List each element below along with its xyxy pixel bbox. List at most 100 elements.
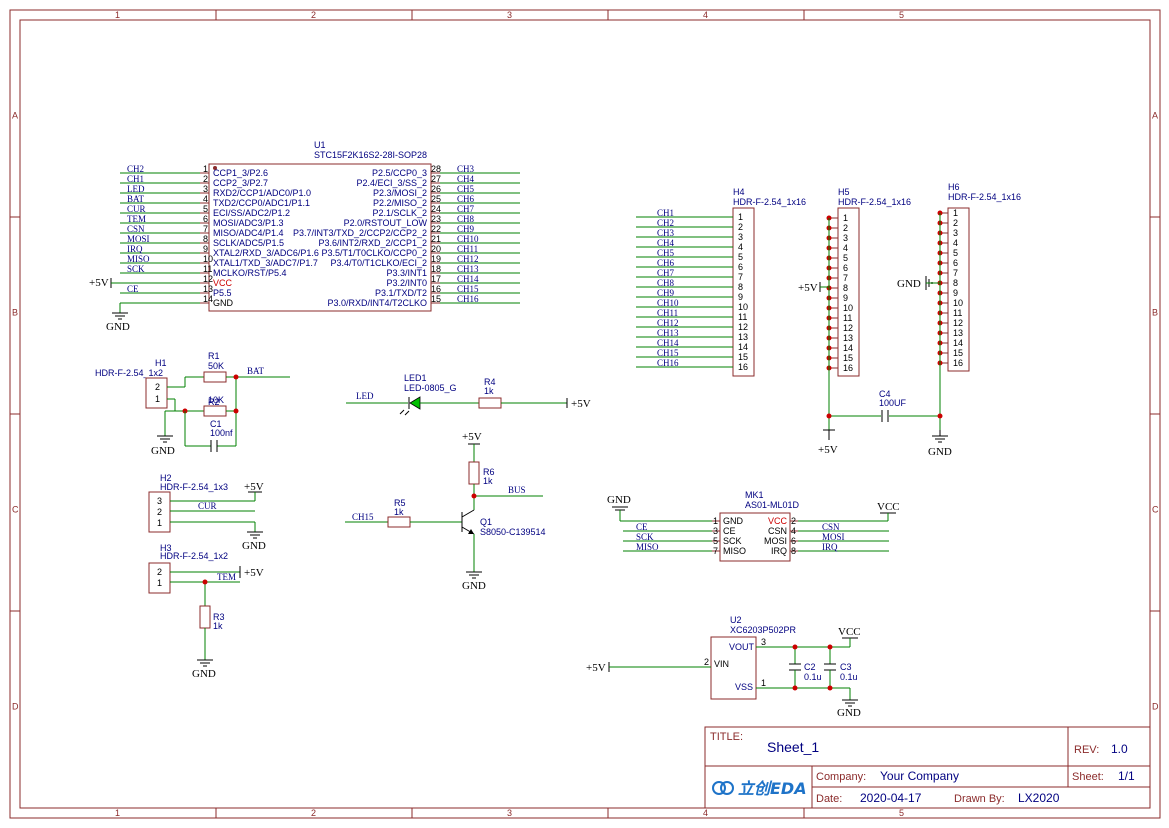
q1-part: S8050-C139514 <box>480 527 546 537</box>
h2-part: HDR-F-2.54_1x3 <box>160 482 228 492</box>
tem-net: TEM <box>217 572 236 582</box>
sheet-label: Sheet: <box>1072 771 1104 783</box>
u2-vin: +5V <box>586 662 606 674</box>
h6-pin-num: 3 <box>953 228 958 238</box>
r3-ref: R3 <box>213 612 225 622</box>
u1-pin-label: P2.2/MISO_2 <box>373 198 427 208</box>
u1-left-net: TEM <box>127 214 146 224</box>
r4-value: 1k <box>484 386 494 396</box>
grid-col-top: 4 <box>703 10 708 20</box>
grid-col-bottom: 1 <box>115 808 120 818</box>
q1-transistor-circuit[interactable]: +5V R6 1k BUS CH15 R5 1k Q1 S8050-C13951… <box>345 431 546 592</box>
u1-pin-num: 26 <box>431 184 441 194</box>
u1-pin-label: VCC <box>213 278 233 288</box>
h6-bottom-gnd: GND <box>928 446 952 458</box>
mk1-pin-label: SCK <box>723 536 742 546</box>
u1-left-net: LED <box>127 184 145 194</box>
h5-header[interactable]: H5 HDR-F-2.54_1x16 123456789101112131415… <box>798 187 911 456</box>
c4-capacitor[interactable]: C4 100UF <box>826 389 943 422</box>
mk1-pin-num: 1 <box>713 516 718 526</box>
u1-pin-label: CCP1_3/P2.6 <box>213 168 268 178</box>
mk1-pin-label: CSN <box>768 526 787 536</box>
u2-num-vout: 3 <box>761 637 766 647</box>
bat-net: BAT <box>247 366 265 376</box>
h4-pin-num: 6 <box>738 262 743 272</box>
c4-value: 100UF <box>879 398 907 408</box>
u1-pin-num: 7 <box>203 224 208 234</box>
h6-part: HDR-F-2.54_1x16 <box>948 192 1021 202</box>
u1-pin-num: 17 <box>431 274 441 284</box>
h2-ref: H2 <box>160 473 172 483</box>
h3-part: HDR-F-2.54_1x2 <box>160 551 228 561</box>
drawn-value: LX2020 <box>1018 791 1060 805</box>
mk1-pin-num: 2 <box>791 516 796 526</box>
h4-pin-num: 9 <box>738 292 743 302</box>
u1-pin-num: 21 <box>431 234 441 244</box>
u1-pin-num: 1 <box>203 164 208 174</box>
u1-pin-num: 2 <box>203 174 208 184</box>
c1-value: 100nf <box>210 428 233 438</box>
u1-vcc-label: +5V <box>89 277 109 289</box>
h4-pin-num: 13 <box>738 332 748 342</box>
grid-col-top: 1 <box>115 10 120 20</box>
h5-pin-num: 7 <box>843 273 848 283</box>
grid-col-bottom: 3 <box>507 808 512 818</box>
u2-part: XC6203P502PR <box>730 625 797 635</box>
u1-pin-label: SCLK/ADC5/P1.5 <box>213 238 284 248</box>
h6-header[interactable]: H6 HDR-F-2.54_1x16 123456789101112131415… <box>897 182 1021 458</box>
h4-header[interactable]: H4 HDR-F-2.54_1x16 1CH12CH23CH34CH45CH56… <box>636 187 806 377</box>
h5-pin-num: 2 <box>843 223 848 233</box>
u1-pin-label: P3.7/INT3/TXD_2/CCP2/CCP2_2 <box>293 228 427 238</box>
u1-right-net: CH15 <box>457 284 479 294</box>
u1-gnd-label: GND <box>106 321 130 333</box>
h5-pin-num: 13 <box>843 333 853 343</box>
u1-pin-label: P2.1/SCLK_2 <box>372 208 427 218</box>
led-circuit[interactable]: LED LED1 LED-0805_G R4 1k +5V <box>346 373 591 416</box>
h5-pin-num: 8 <box>843 283 848 293</box>
u1-pin-num: 18 <box>431 264 441 274</box>
h1-battery-circuit[interactable]: H1 HDR-F-2.54_1x2 2 1 R1 50K BAT R2 10K … <box>95 351 290 457</box>
svg-text:2: 2 <box>157 567 162 577</box>
h4-net: CH4 <box>657 238 675 248</box>
u1-pin-label: P3.1/TXD/T2 <box>375 288 427 298</box>
h5-part: HDR-F-2.54_1x16 <box>838 197 911 207</box>
h5-pin-num: 4 <box>843 243 848 253</box>
u2-regulator[interactable]: U2 XC6203P502PR VIN VOUT VSS 2 3 1 +5V V… <box>586 615 861 719</box>
r5-value: 1k <box>394 507 404 517</box>
h2-header[interactable]: H2 HDR-F-2.54_1x3 3 2 1 +5V CUR GND <box>148 473 266 552</box>
h4-net: CH3 <box>657 228 675 238</box>
mk1-vcc: VCC <box>877 501 900 513</box>
u1-pin-label: CCP2_3/P2.7 <box>213 178 268 188</box>
h4-net: CH7 <box>657 268 675 278</box>
q1-gnd: GND <box>462 580 486 592</box>
h4-net: CH1 <box>657 208 674 218</box>
u1-right-net: CH9 <box>457 224 475 234</box>
h4-pin-num: 14 <box>738 342 748 352</box>
u1-pin-num: 20 <box>431 244 441 254</box>
u1-left-net: MISO <box>127 254 150 264</box>
r3-value: 1k <box>213 621 223 631</box>
h2-gnd: GND <box>242 540 266 552</box>
h4-net: CH6 <box>657 258 675 268</box>
mk1-right-net: IRQ <box>822 542 838 552</box>
h4-net: CH8 <box>657 278 675 288</box>
grid-row-right: A <box>1152 111 1158 121</box>
grid-row-left: D <box>12 702 19 712</box>
date-label: Date: <box>816 793 842 805</box>
grid-col-top: 2 <box>311 10 316 20</box>
h4-net: CH5 <box>657 248 675 258</box>
h4-pin-num: 4 <box>738 242 743 252</box>
h4-net: CH16 <box>657 358 679 368</box>
h3-header[interactable]: H3 HDR-F-2.54_1x2 2 1 +5V TEM R3 1k GND <box>148 543 264 680</box>
h6-pin-num: 4 <box>953 238 958 248</box>
u2-gnd: GND <box>837 707 861 719</box>
ch15-net: CH15 <box>352 512 374 522</box>
h4-part: HDR-F-2.54_1x16 <box>733 197 806 207</box>
h5-pin-num: 9 <box>843 293 848 303</box>
u1-right-net: CH5 <box>457 184 475 194</box>
u1-pin-label: MOSI/ADC3/P1.3 <box>213 218 284 228</box>
grid-col-bottom: 2 <box>311 808 316 818</box>
